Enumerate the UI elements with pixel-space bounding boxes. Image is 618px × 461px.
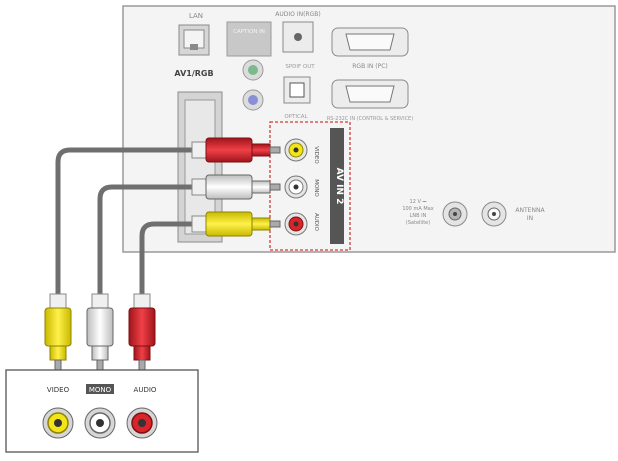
device-mono-label: MONO [89, 386, 112, 394]
video-vertical-label: VIDEO [313, 146, 319, 164]
av-in-2-mono-jack-icon [284, 175, 308, 199]
device-audio-jack-icon [126, 407, 158, 439]
tv-side-red-plug [191, 137, 281, 163]
device-mono-label-bg [86, 384, 114, 394]
device-mono-jack-icon [84, 407, 116, 439]
power-label-line-4: (Satellite) [406, 220, 430, 226]
antenna-in-connector-icon [481, 201, 507, 227]
caption-in-block [226, 21, 272, 57]
device-audio-label: AUDIO [134, 386, 157, 394]
antenna-label-line-2: IN [527, 215, 533, 222]
tv-back-panel: LAN AV1/RGB CAPTION IN AUDIO IN(RGB) [122, 5, 616, 253]
rs232c-label: RS-232C IN (CONTROL & SERVICE) [327, 116, 413, 122]
device-side-yellow-plug [44, 293, 72, 371]
av-in-2-video-jack-icon [284, 138, 308, 162]
device-side-white-plug [86, 293, 114, 371]
device-side-red-plug [128, 293, 156, 371]
scart-connector-icon [177, 91, 223, 243]
cable-to-audio-plug [139, 221, 192, 298]
spdif-label: SPDIF OUT [285, 64, 315, 70]
optical-label: OPTICAL [284, 114, 308, 120]
optical-port-icon [283, 76, 311, 104]
rgb-in-label: RGB IN (PC) [352, 63, 388, 70]
blue-audio-jack-icon [242, 89, 264, 111]
caption-in-label: CAPTION IN [233, 29, 265, 35]
power-label-line-2: 100 mA Max [402, 206, 433, 212]
external-device-box: VIDEO MONO AUDIO [5, 369, 199, 453]
tv-side-white-plug [191, 174, 281, 200]
antenna-label-line-1: ANTENNA [515, 207, 545, 214]
av-in-2-label: AV IN 2 [334, 168, 344, 205]
rs232c-port-icon [331, 79, 409, 109]
green-audio-jack-icon [242, 59, 264, 81]
cable-to-video-plug [55, 147, 192, 298]
rgb-in-port-icon [331, 27, 409, 57]
lnb-in-connector-icon [442, 201, 468, 227]
av1rgb-label: AV1/RGB [174, 69, 213, 78]
lan-label: LAN [189, 12, 203, 20]
power-label-line-3: LNB IN [410, 213, 427, 219]
mono-vertical-label: MONO [313, 179, 319, 197]
audio-vertical-label: AUDIO [313, 213, 319, 232]
av-in-2-label-strip [330, 128, 344, 244]
device-video-jack-icon [42, 407, 74, 439]
device-video-label: VIDEO [47, 386, 70, 394]
audio-in-rgb-label: AUDIO IN(RGB) [275, 11, 320, 18]
lan-port-icon [178, 24, 210, 56]
cable-to-mono-plug [97, 184, 192, 298]
tv-side-yellow-plug [191, 211, 281, 237]
rca-cables [55, 147, 192, 298]
av-in-2-audio-jack-icon [284, 212, 308, 236]
power-label-line-1: 12 V ⎓ [410, 199, 427, 205]
audio-in-rgb-jack-icon [282, 21, 314, 53]
